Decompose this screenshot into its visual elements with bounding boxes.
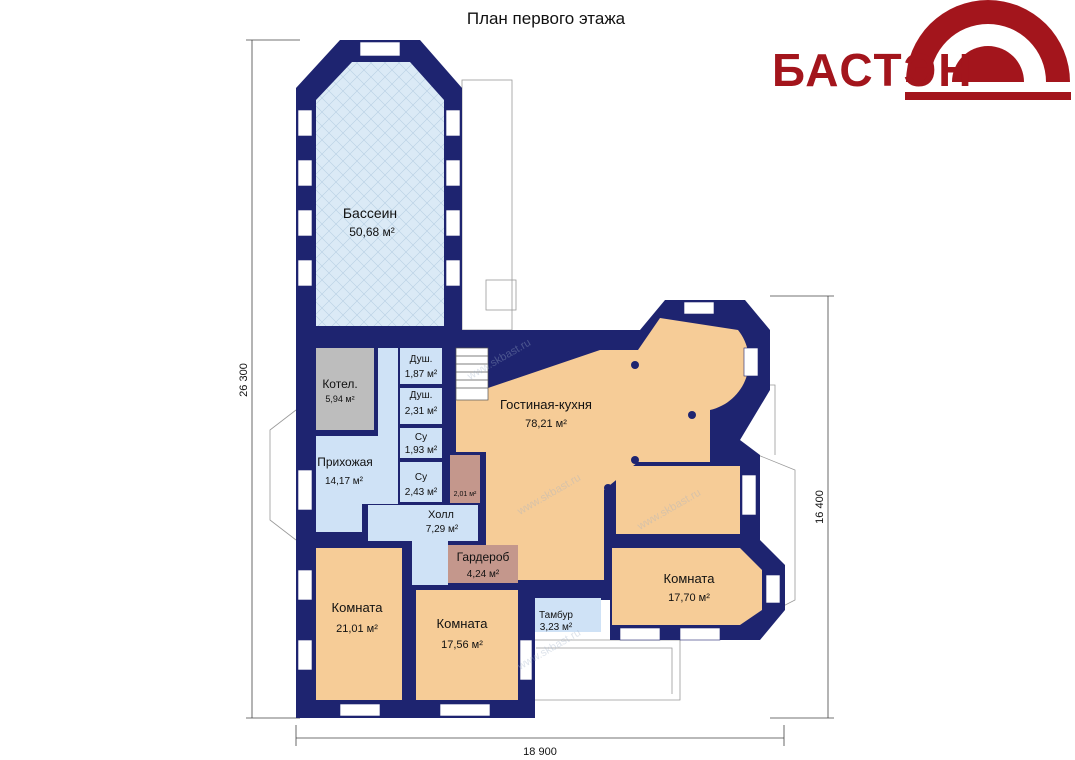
room-left-area-label: 21,01 м²	[336, 623, 378, 635]
wc2-area-label: 2,43 м²	[405, 487, 438, 498]
dimension-left: 26 300	[238, 363, 250, 397]
dimension-right: 16 400	[814, 490, 826, 524]
shower2-area	[400, 388, 442, 424]
room-right-area	[612, 548, 762, 625]
boiler-area	[316, 348, 374, 430]
living-area	[456, 348, 638, 580]
room-right-area-label: 17,70 м²	[668, 592, 710, 604]
vestibule-area	[535, 598, 601, 632]
room-left-area	[316, 548, 402, 700]
living-name: Гостиная-кухня	[500, 397, 592, 412]
boiler-name: Котел.	[322, 377, 357, 391]
staircase	[455, 347, 489, 401]
pool-area	[316, 62, 444, 326]
room-left-name: Комната	[332, 600, 384, 615]
corridor-area	[378, 348, 398, 504]
hall-area-lower	[412, 541, 448, 585]
shower1-area-label: 1,87 м²	[405, 369, 438, 380]
plan-title: План первого этажа	[467, 9, 626, 28]
shower2-area-label: 2,31 м²	[405, 406, 438, 417]
wc2-area	[400, 462, 442, 502]
shower1-area	[400, 348, 442, 384]
pool-area-label: 50,68 м²	[349, 225, 395, 239]
room-mid-area-label: 17,56 м²	[441, 639, 483, 651]
logo-text: БАСТЭН	[772, 44, 974, 96]
room-right-name: Комната	[664, 571, 716, 586]
hall-name: Холл	[428, 509, 454, 521]
entry-name: Прихожая	[317, 455, 373, 469]
wc2-name: Су	[415, 472, 427, 483]
bay-area	[638, 318, 749, 462]
entry-area-label: 14,17 м²	[325, 476, 364, 487]
vestibule-area-label: 3,23 м²	[540, 622, 573, 633]
room-fills	[316, 62, 762, 700]
entry-area-lower	[362, 436, 378, 504]
shower1-name: Душ.	[410, 354, 433, 365]
room-mid-area	[416, 590, 518, 700]
hall-area-label: 7,29 м²	[426, 524, 459, 535]
room-labels: Бассеин 50,68 м² Котел. 5,94 м² Душ. 1,8…	[317, 205, 715, 651]
storage-area	[450, 455, 480, 503]
vestibule-name: Тамбур	[539, 609, 573, 621]
storage-area-label: 2,01 м²	[454, 491, 477, 498]
dimension-bottom: 18 900	[523, 746, 557, 758]
dimension-lines	[246, 39, 834, 746]
pool-name: Бассеин	[343, 205, 397, 221]
wc1-area	[400, 428, 442, 458]
hall-area	[368, 505, 478, 541]
bastion-logo: БАСТЭН	[772, 0, 1071, 100]
wardrobe-name: Гардероб	[457, 550, 510, 564]
wc1-name: Су	[415, 432, 427, 443]
wardrobe-area-label: 4,24 м²	[467, 569, 500, 580]
living-east-area	[616, 466, 740, 534]
wardrobe-area	[448, 545, 518, 583]
wc1-area-label: 1,93 м²	[405, 445, 438, 456]
shower2-name: Душ.	[410, 390, 433, 401]
entry-area	[316, 436, 362, 532]
windows	[297, 41, 781, 717]
boiler-area-label: 5,94 м²	[325, 394, 354, 404]
room-mid-name: Комната	[437, 616, 489, 631]
columns	[604, 361, 696, 492]
living-area-label: 78,21 м²	[525, 418, 567, 430]
